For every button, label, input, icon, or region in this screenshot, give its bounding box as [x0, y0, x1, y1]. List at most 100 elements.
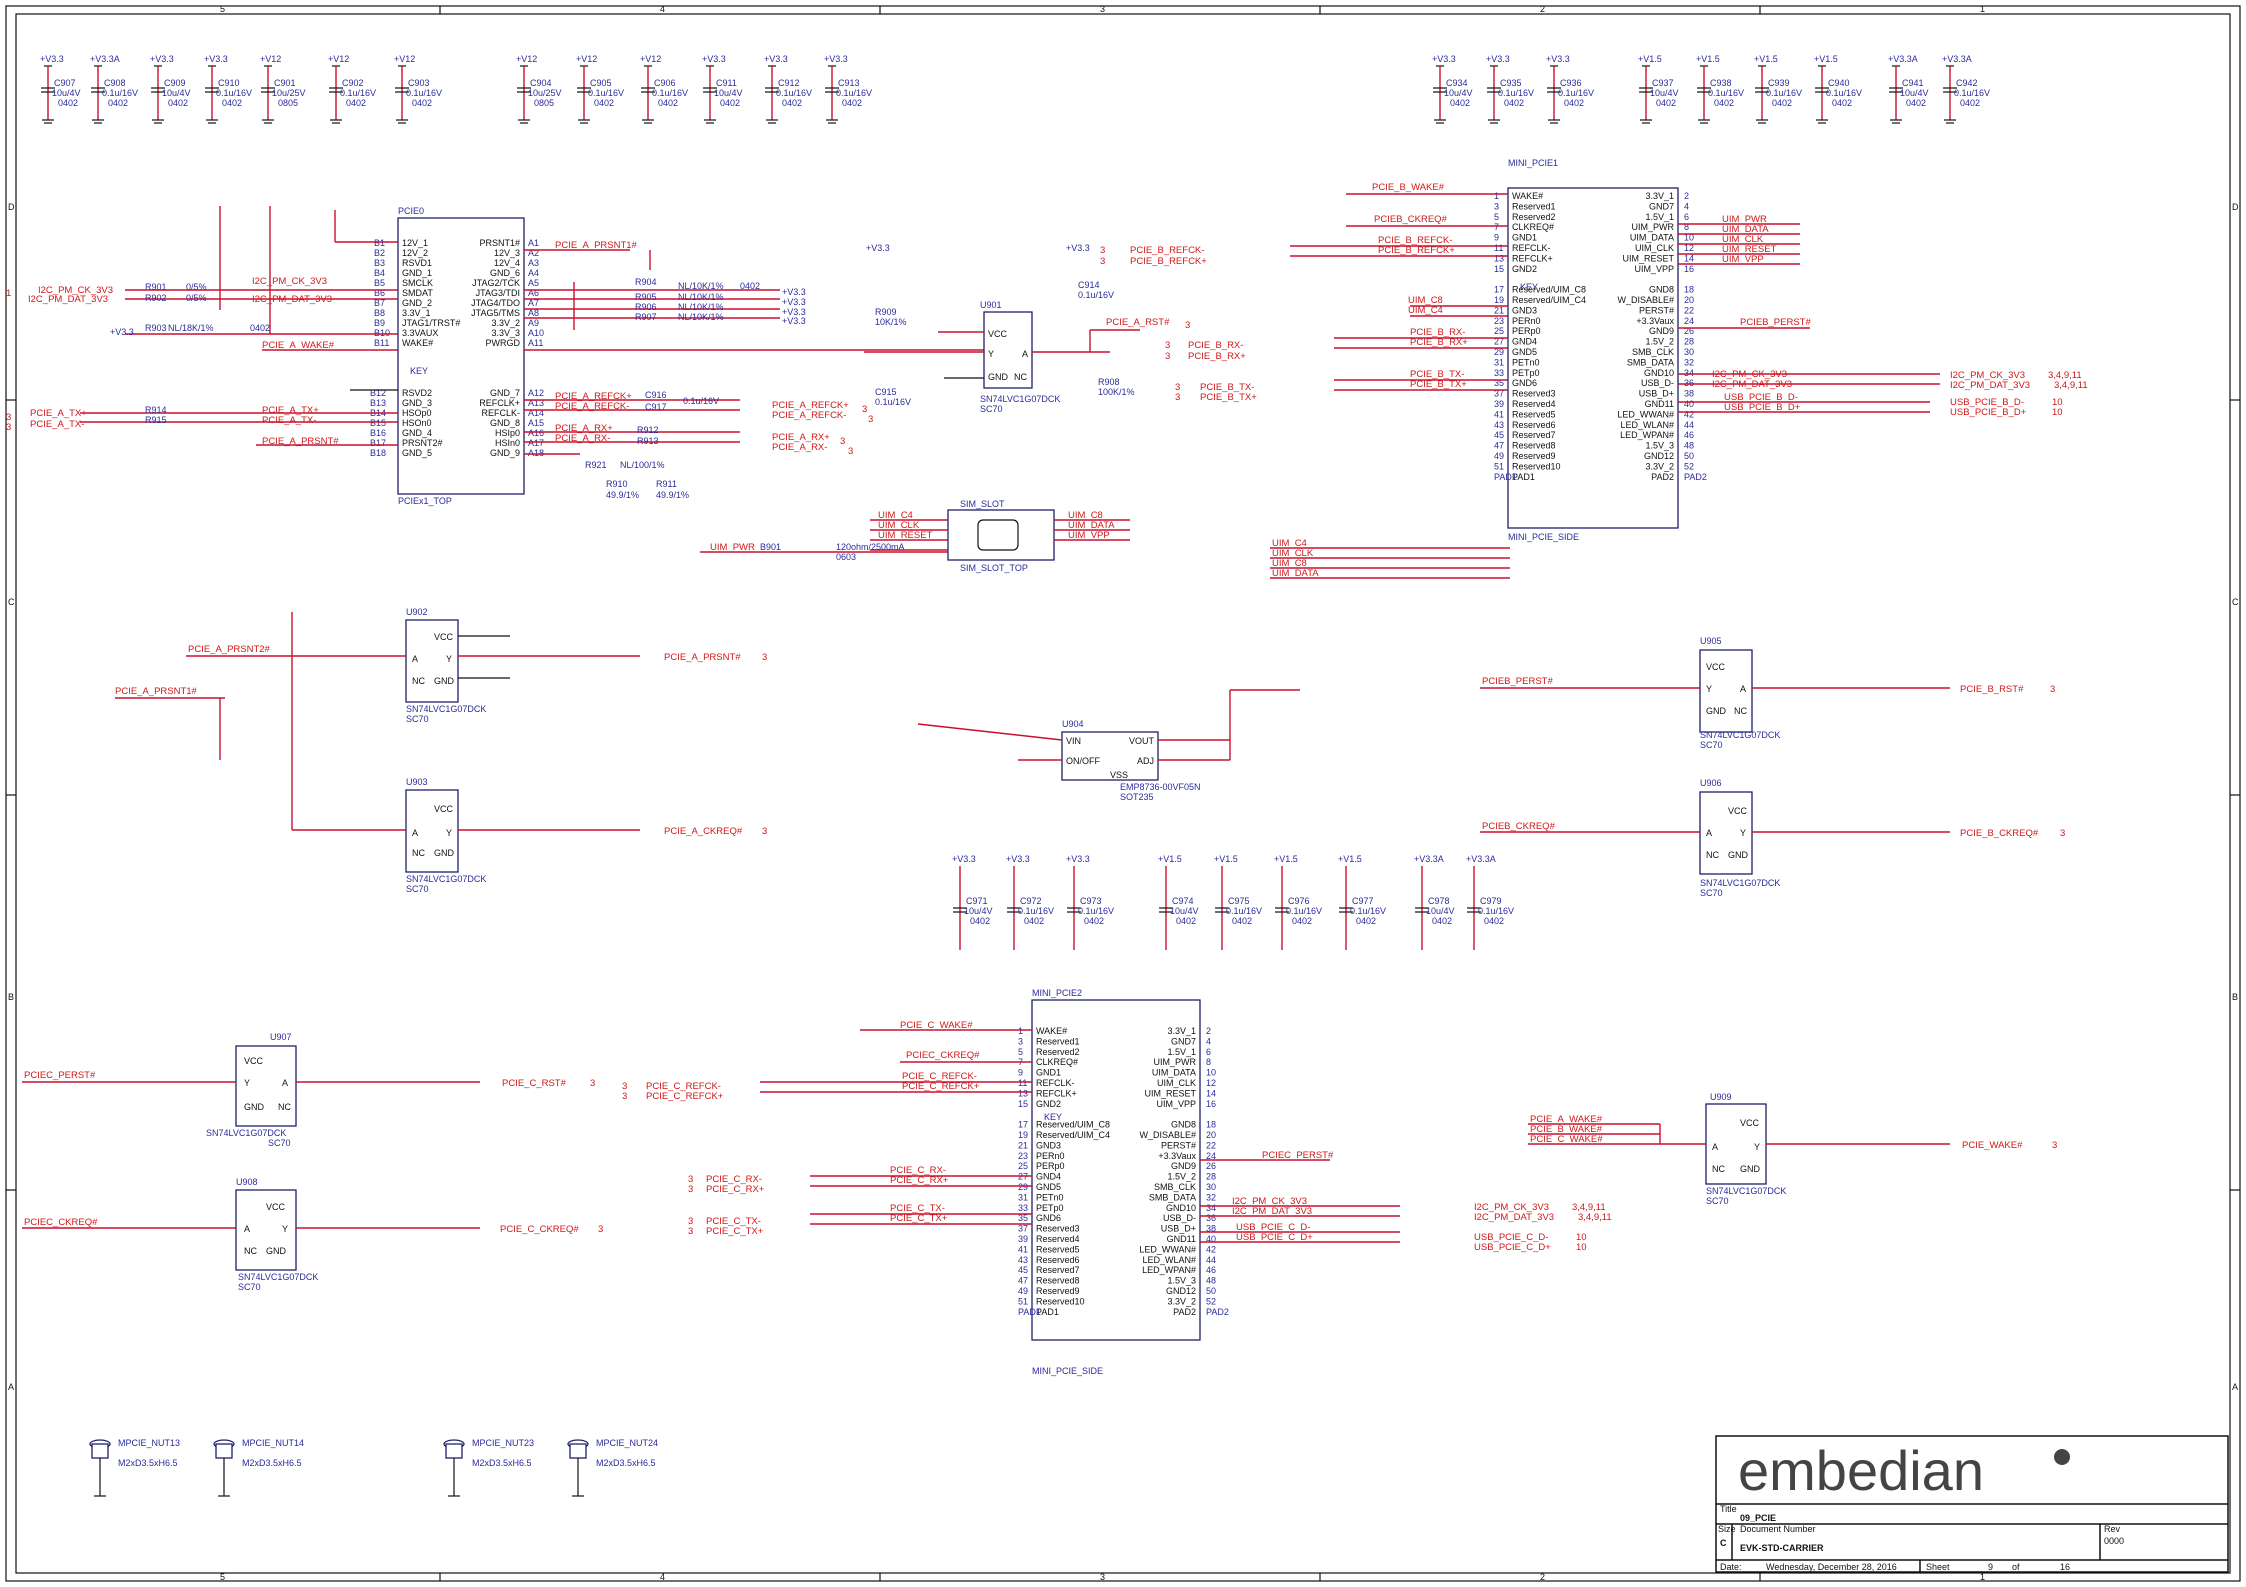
svg-text:10u/4V: 10u/4V	[964, 906, 993, 916]
svg-text:PCIE_C_CKREQ#: PCIE_C_CKREQ#	[500, 1224, 579, 1235]
pin-number: 9	[1018, 1068, 1023, 1078]
u905-buffer[interactable]: U905 SN74LVC1G07DCK SC70 VCC Y A GND NC …	[1480, 636, 2055, 750]
svg-text:UIM_VPP: UIM_VPP	[1068, 530, 1110, 541]
svg-text:3: 3	[1175, 382, 1180, 393]
svg-text:A: A	[1740, 684, 1746, 694]
cap-ref: C942	[1956, 78, 1978, 88]
svg-text:3: 3	[1165, 340, 1170, 351]
svg-text:PCIE_A_PRSNT1#: PCIE_A_PRSNT1#	[115, 686, 198, 697]
u908-buffer[interactable]: U908 SN74LVC1G07DCK SC70 VCC A Y NC GND …	[22, 1177, 603, 1292]
svg-text:PCIE_C_RST#: PCIE_C_RST#	[502, 1078, 567, 1089]
u909-buffer[interactable]: U909 SN74LVC1G07DCK SC70 VCC A Y NC GND …	[1528, 1092, 2057, 1206]
uim-caps: UIM_C4 UIM_CLK UIM_C8 UIM_DATA	[1270, 538, 1510, 579]
pin-name: GND10	[1644, 368, 1674, 378]
pin-number: 49	[1494, 451, 1504, 461]
svg-text:0.1u/16V: 0.1u/16V	[1078, 906, 1114, 916]
cap-value: 10u/4V	[52, 88, 81, 98]
svg-text:3: 3	[2052, 1140, 2057, 1151]
pin-number: 20	[1684, 295, 1694, 305]
cap-value: 0.1u/16V	[588, 88, 624, 98]
rail: +V3.3	[782, 287, 806, 297]
svg-text:PCIE_C_RX+: PCIE_C_RX+	[890, 1175, 949, 1186]
svg-text:PCIE_B_TX+: PCIE_B_TX+	[1410, 379, 1467, 390]
pin-name: GND6	[1512, 378, 1537, 388]
u904-regulator[interactable]: U904 EMP8736-00VF05N SOT235 VIN ON/OFF V…	[917, 689, 1300, 802]
pin-number: 26	[1684, 326, 1694, 336]
res-val: NL/10K/1%	[678, 302, 724, 312]
pin-name: 3.3V_2	[1645, 461, 1674, 471]
pin-number: A5	[528, 278, 539, 288]
rail-label: +V3.3	[1432, 54, 1456, 64]
sim-slot[interactable]: SIM_SLOT SIM_SLOT_TOP UIM_C4 UIM_CLK UIM…	[700, 499, 1130, 573]
svg-text:PCIE_B_RX-: PCIE_B_RX-	[1410, 327, 1465, 338]
pin-name: Reserved/UIM_C4	[1512, 295, 1586, 305]
decoupling-caps-mid: +V3.3C97110u/4V0402+V3.3C9720.1u/16V0402…	[952, 854, 1514, 950]
net-label: I2C_PM_DAT_3V3	[252, 294, 332, 305]
u901-buffer[interactable]: U901 SN74LVC1G07DCK SC70 VCC Y GND A NC …	[864, 243, 1190, 414]
u901-part: SN74LVC1G07DCK	[980, 394, 1060, 404]
cap-value: 10u/4V	[1650, 88, 1679, 98]
res-pkg: 0402	[250, 323, 270, 333]
pin-name: LED_WPAN#	[1142, 1265, 1196, 1275]
svg-text:Y: Y	[244, 1078, 250, 1088]
pin-number: 26	[1206, 1161, 1216, 1171]
pin-number: 28	[1206, 1172, 1216, 1182]
col-label: 2	[1540, 1572, 1545, 1582]
svg-text:MINI_PCIE1: MINI_PCIE1	[1508, 158, 1558, 168]
pin-name: GND3	[1036, 1140, 1061, 1150]
cap-package: 0402	[1960, 98, 1980, 108]
res-ref: R904	[635, 277, 657, 287]
pin-name: GND3	[1512, 305, 1537, 315]
svg-text:PCIE_C_RX+: PCIE_C_RX+	[706, 1184, 765, 1195]
pin-number: 27	[1494, 337, 1504, 347]
svg-text:PCIE_B_RX-: PCIE_B_RX-	[1188, 340, 1243, 351]
svg-text:UIM_DATA: UIM_DATA	[1068, 520, 1115, 531]
res-ref: R905	[635, 292, 657, 302]
res-ref: R908	[1098, 377, 1120, 387]
net-label: PCIE_A_TX+	[30, 408, 87, 419]
pin-number: 29	[1018, 1182, 1028, 1192]
res-ref: R909	[875, 307, 897, 317]
u907-buffer[interactable]: U907 SN74LVC1G07DCK SC70 VCC Y A GND NC …	[22, 1032, 595, 1148]
svg-text:PCIE_B_REFCK-: PCIE_B_REFCK-	[1130, 245, 1204, 256]
pin-number: A10	[528, 328, 544, 338]
company-logo: embedian	[1738, 1439, 1984, 1502]
pin-number: 48	[1206, 1276, 1216, 1286]
svg-text:16: 16	[2060, 1562, 2070, 1572]
pin-name: PERST#	[1639, 305, 1674, 315]
res-ref: R914	[145, 405, 167, 415]
pin-number: B9	[374, 318, 385, 328]
svg-text:SC70: SC70	[238, 1282, 261, 1292]
svg-text:PCIE_B_TX-: PCIE_B_TX-	[1410, 369, 1464, 380]
svg-text:9: 9	[1988, 1562, 1993, 1572]
pin-name: Reserved7	[1036, 1265, 1080, 1275]
rail-label: +V3.3	[824, 54, 848, 64]
svg-text:PCIE_C_REFCK-: PCIE_C_REFCK-	[902, 1071, 977, 1082]
pin-name: Reserved6	[1036, 1255, 1080, 1265]
pin-number: 21	[1018, 1140, 1028, 1150]
svg-text:I2C_PM_DAT_3V3: I2C_PM_DAT_3V3	[1712, 379, 1792, 390]
cap-value: 0.1u/16V	[776, 88, 812, 98]
decoupling-caps-top: +V3.3C90710u/4V0402+V3.3AC9080.1u/16V040…	[40, 54, 872, 124]
svg-text:SN74LVC1G07DCK: SN74LVC1G07DCK	[1700, 730, 1780, 740]
pin-number: 16	[1206, 1099, 1216, 1109]
u903-buffer[interactable]: U903 SN74LVC1G07DCK SC70 VCC A Y NC GND …	[291, 612, 767, 894]
page-ref: 3	[840, 436, 845, 447]
svg-text:UIM_CLK: UIM_CLK	[878, 520, 920, 531]
svg-text:M2xD3.5xH6.5: M2xD3.5xH6.5	[242, 1458, 302, 1468]
u906-buffer[interactable]: U906 SN74LVC1G07DCK SC70 VCC A Y NC GND …	[1480, 778, 2065, 898]
svg-text:3: 3	[2060, 828, 2065, 839]
svg-text:A: A	[1706, 828, 1712, 838]
svg-text:Rev: Rev	[2104, 1524, 2121, 1534]
svg-text:MPCIE_NUT13: MPCIE_NUT13	[118, 1438, 180, 1448]
u902-buffer[interactable]: U902 SN74LVC1G07DCK SC70 VCC A Y NC GND …	[115, 607, 767, 760]
page-ref: 3	[848, 446, 853, 457]
